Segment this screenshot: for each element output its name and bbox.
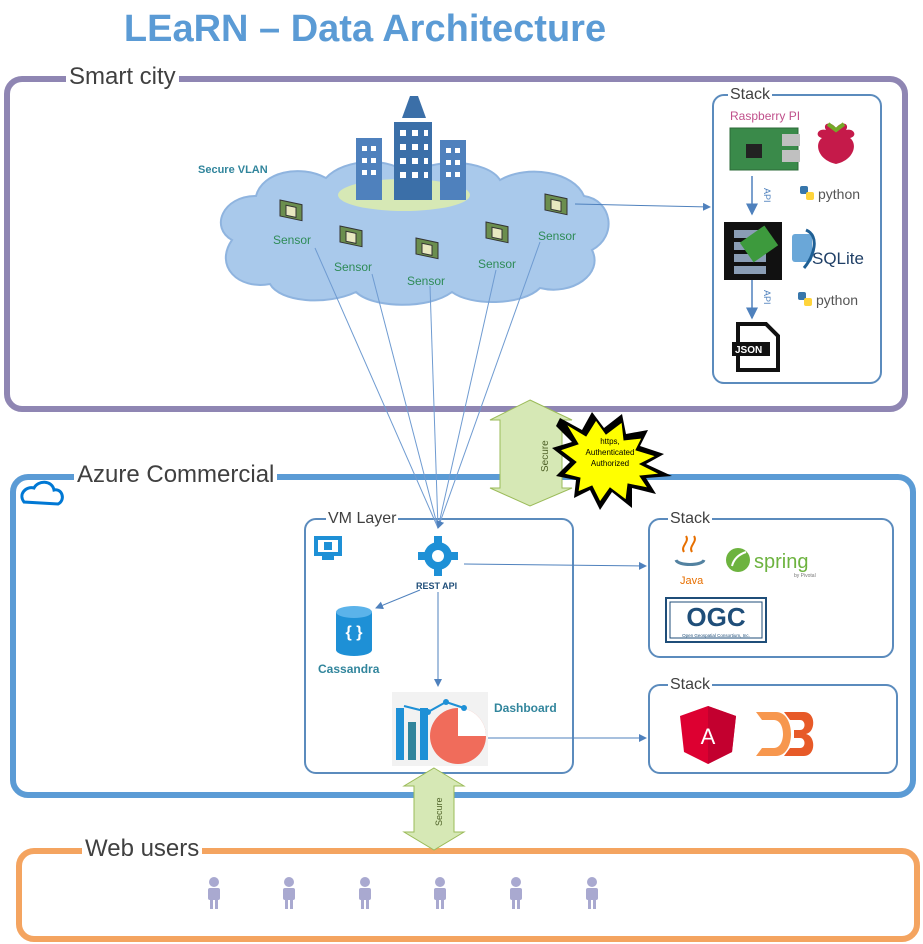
cassandra-label: Cassandra (318, 662, 380, 676)
python-icon (800, 186, 814, 200)
sensor-label: Sensor (478, 257, 516, 271)
web-stack-title: Stack (668, 676, 713, 694)
sensor-label: Sensor (538, 229, 576, 243)
sensor-connection-lines (314, 241, 541, 529)
json-file-icon (732, 322, 780, 372)
rest-to-java-arrow (463, 561, 647, 570)
secure-vlan-label: Secure VLAN (198, 164, 268, 176)
web-users-label: Web users (82, 836, 203, 862)
sensor-icon-3 (415, 237, 439, 260)
sqlite-label: SQLite (812, 249, 864, 268)
api-label: API (762, 188, 772, 203)
api-label: API (762, 290, 772, 305)
security-burst-shape (552, 412, 672, 510)
user-icon (434, 877, 446, 909)
rest-api-label: REST API (416, 581, 457, 591)
svg-text:{ }: { } (346, 624, 363, 641)
secure-label: Secure (540, 440, 551, 472)
java-icon (674, 535, 706, 566)
city-buildings-icon (356, 96, 466, 200)
user-icon (208, 877, 220, 909)
sensor-icon-5 (544, 193, 568, 216)
smart-city-stack-title: Stack (728, 86, 773, 104)
sensor-icon-2 (339, 225, 363, 248)
smart-city-label: Smart city (66, 64, 179, 90)
python-label: python (816, 292, 858, 308)
azure-cloud-icon (20, 480, 64, 506)
user-icon (359, 877, 371, 909)
pivotal-label: by Pivotal (794, 573, 816, 579)
ogc-subtitle: Open Geospatial Consortium, Inc. (682, 633, 750, 638)
vm-layer-title: VM Layer (326, 510, 399, 528)
python-label: python (818, 186, 860, 202)
d3-icon (756, 712, 814, 756)
angular-letter: A (701, 724, 716, 749)
sensor-to-stack-arrow (574, 202, 711, 211)
sensor-icon-1 (279, 199, 303, 222)
angular-icon (680, 706, 736, 764)
raspberry-logo-icon (817, 122, 855, 164)
rest-api-gear-icon (418, 536, 458, 576)
azure-region (10, 474, 916, 798)
ogc-logo-icon (665, 597, 767, 643)
sensor-label: Sensor (334, 260, 372, 274)
smart-city-region (4, 76, 908, 412)
sensor-label: Sensor (407, 274, 445, 288)
secure-label: Secure (434, 797, 444, 826)
user-icon (510, 877, 522, 909)
rest-to-cassandra-arrow (375, 589, 421, 610)
cloud-shape (220, 160, 610, 306)
spring-leaf-icon (726, 548, 750, 572)
burst-line-2: Authenticated (586, 448, 635, 457)
azure-label: Azure Commercial (74, 462, 278, 488)
dashboard-chart-icon (392, 692, 488, 766)
user-icon (283, 877, 295, 909)
raspberry-pi-label: Raspberry PI (730, 109, 800, 123)
raspberry-board-icon (729, 127, 800, 171)
web-users-region (16, 848, 920, 942)
page-title: LEaRN – Data Architecture (123, 8, 607, 50)
database-server-icon (724, 222, 782, 280)
java-label: Java (680, 575, 704, 587)
burst-line-3: Authorized (591, 459, 629, 468)
sensor-icon-4 (485, 221, 509, 244)
secure-web-double-arrow (402, 767, 466, 851)
vm-monitor-icon (314, 536, 342, 560)
user-icon (586, 877, 598, 909)
ogc-label: OGC (686, 602, 745, 632)
cassandra-db-icon: { } (336, 606, 372, 656)
java-stack-title: Stack (668, 510, 713, 528)
spring-label: spring (754, 551, 808, 573)
sqlite-icon (792, 228, 816, 269)
burst-line-1: https, (600, 437, 620, 446)
sensor-label: Sensor (273, 233, 311, 247)
json-label: JSON (735, 345, 762, 356)
python-icon (798, 292, 812, 306)
dashboard-label: Dashboard (494, 701, 557, 715)
secure-double-arrow (489, 399, 573, 507)
